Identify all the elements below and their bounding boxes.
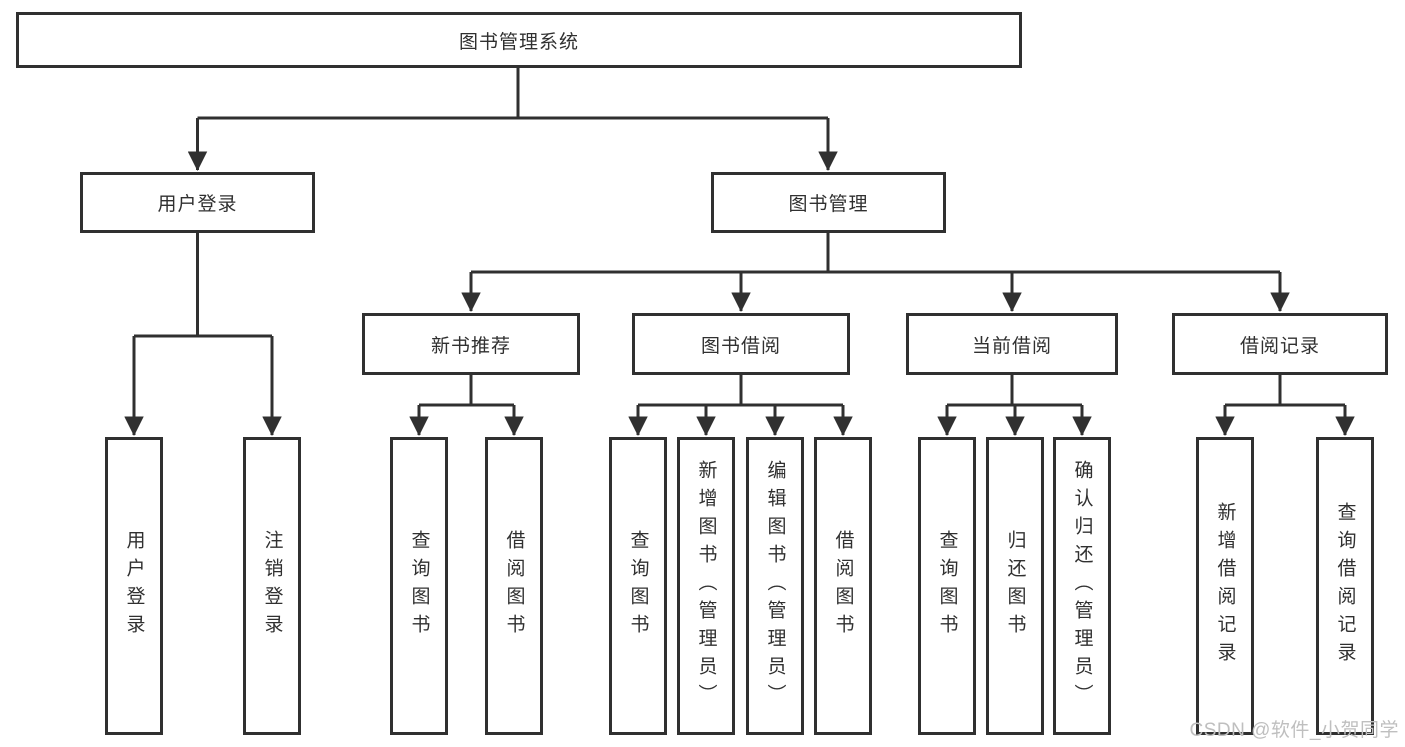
leaf-add-borrow-record: 新增借阅记录	[1196, 437, 1254, 735]
node-book-borrowing: 图书借阅	[632, 313, 850, 375]
node-new-book-recommend: 新书推荐	[362, 313, 580, 375]
leaf-return-books: 归还图书	[986, 437, 1044, 735]
node-user-login: 用户登录	[80, 172, 315, 233]
node-borrowing-records: 借阅记录	[1172, 313, 1388, 375]
node-current-borrowing: 当前借阅	[906, 313, 1118, 375]
leaf-add-books-admin: 新增图书（管理员）	[677, 437, 735, 735]
leaf-user-login: 用户登录	[105, 437, 163, 735]
leaf-edit-books-admin: 编辑图书（管理员）	[746, 437, 804, 735]
leaf-query-books-borrowing: 查询图书	[609, 437, 667, 735]
leaf-logout: 注销登录	[243, 437, 301, 735]
leaf-borrow-books-recommend: 借阅图书	[485, 437, 543, 735]
csdn-watermark: CSDN @软件_小贺同学	[1189, 720, 1399, 741]
leaf-confirm-return-admin: 确认归还（管理员）	[1053, 437, 1111, 735]
leaf-query-books-recommend: 查询图书	[390, 437, 448, 735]
leaf-query-books-current: 查询图书	[918, 437, 976, 735]
leaf-query-borrow-record: 查询借阅记录	[1316, 437, 1374, 735]
leaf-borrow-books-borrowing: 借阅图书	[814, 437, 872, 735]
node-book-management: 图书管理	[711, 172, 946, 233]
node-system-root: 图书管理系统	[16, 12, 1022, 68]
